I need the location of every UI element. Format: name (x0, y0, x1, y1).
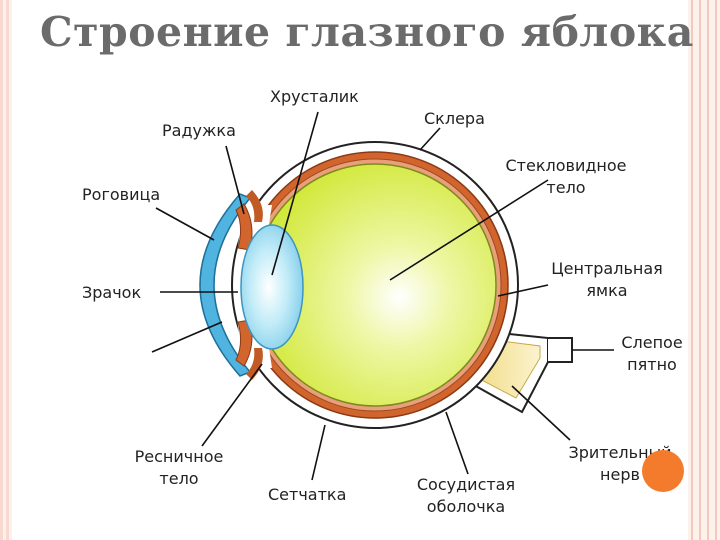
label-cornea: Роговица (82, 185, 161, 204)
iris-lower (235, 319, 253, 367)
label-choroid: Сосудистая оболочка (404, 474, 528, 518)
iris-upper (235, 203, 253, 251)
label-vitreous-body: Стекловидное тело (496, 155, 636, 199)
left-decorative-border (0, 0, 12, 540)
label-ciliary-line2: тело (159, 469, 199, 488)
label-pupil: Зрачок (82, 283, 142, 302)
lens-shape (240, 224, 304, 350)
label-fovea-line2: ямка (586, 281, 628, 300)
label-fovea: Центральная ямка (540, 258, 674, 302)
label-optic-nerve-line2: нерв (600, 465, 640, 484)
label-choroid-line1: Сосудистая (416, 475, 516, 494)
label-fovea-line1: Центральная (551, 259, 663, 278)
label-choroid-line2: оболочка (426, 497, 506, 516)
ciliary-lower (246, 348, 263, 380)
label-blind-spot-line1: Слепое (621, 333, 683, 352)
label-blind-spot: Слепое пятно (612, 332, 692, 376)
leader-lines (151, 111, 614, 481)
label-iris: Радужка (162, 121, 236, 140)
decorative-orange-circle (642, 450, 684, 492)
label-ciliary-body: Ресничное тело (120, 446, 238, 490)
label-lens: Хрусталик (270, 87, 359, 106)
label-retina: Сетчатка (268, 485, 347, 504)
page-title: Строение глазного яблока (40, 8, 694, 56)
label-vitreous-line1: Стекловидное (505, 156, 627, 175)
label-ciliary-line1: Ресничное (134, 447, 224, 466)
label-blind-spot-line2: пятно (627, 355, 677, 374)
label-sclera: Склера (424, 109, 485, 128)
ciliary-upper (246, 190, 263, 222)
right-decorative-border (688, 0, 720, 540)
label-vitreous-line2: тело (546, 178, 586, 197)
